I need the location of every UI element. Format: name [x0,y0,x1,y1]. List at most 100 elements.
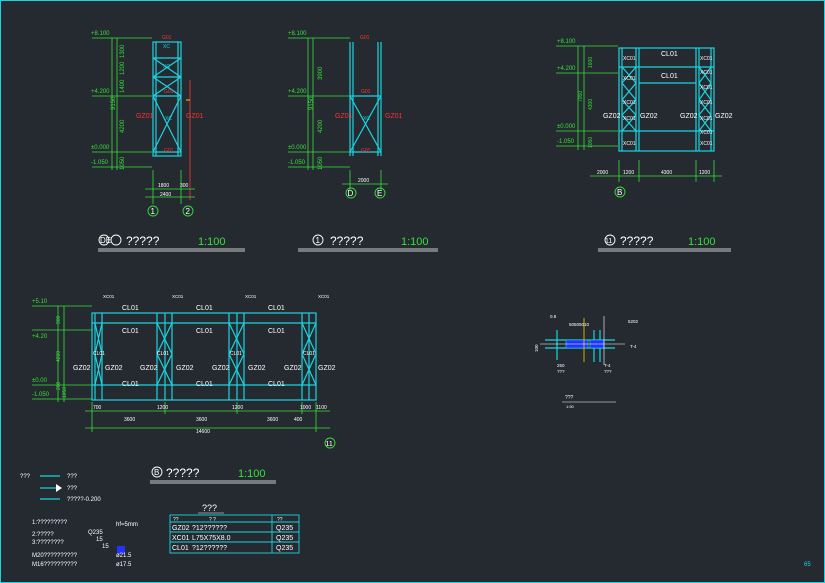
connection-detail: 0.8 50505010 5202 T-4 T-4 ??? 250 ??? 10… [534,314,639,409]
legend-l1: ??? [67,474,78,480]
label-xc01-k: XC01 [700,130,713,136]
detail-d1: 0.8 [550,314,557,319]
dim-4200-1: 4200 [120,119,126,133]
dim-1400-1: 1400 [120,79,126,93]
label-gz02-k: GZ02 [284,365,302,372]
table-r2-c0: CL01 [172,545,189,552]
table-r1-c0: XC01 [172,535,190,542]
title-2-axis: 1 [316,236,321,245]
dim-9150-1: 9150 [111,96,117,110]
label-gz02-e: GZ02 [73,365,91,372]
elev-mid-2: +4.200 [288,89,307,95]
label-cl01-g: CL01 [196,328,213,335]
detail-d5: T-4 [604,363,611,368]
label-xc01-m: XC01 [103,294,115,299]
label-xc01-h: XC01 [700,85,713,91]
label-g01-a: G01 [162,35,172,41]
dim-1050-3: 1050 [588,137,594,148]
elevation-view-11: +8.100 +4.200 ±0.000 -1.050 1600 7050 43… [556,39,733,198]
dim-400-4: 400 [294,417,303,423]
label-gz01-b: GZ01 [186,113,204,120]
table-r0-c1: ?12?????? [192,525,227,532]
title-4-text: ????? [166,466,200,480]
dim-1200-4b: 1200 [232,405,243,411]
label-gz02-l: GZ02 [318,365,336,372]
label-cl01-k: CL01 [268,381,285,388]
table-head-2: ?? [277,517,283,523]
dim-1200-3a: 1200 [623,170,634,176]
label-gz02-f: GZ02 [105,365,123,372]
label-gz01-c: GZ01 [335,113,353,120]
label-xc-a: XC [163,44,170,50]
label-g01-f: G01 [361,148,371,154]
label-xc-c: XC [165,116,172,122]
label-g01-d: G01 [360,35,370,41]
title-1-axes-text: DE [100,236,111,245]
note-5b: ø17.5 [116,562,132,568]
dim-1600-3: 1600 [588,57,594,68]
label-cl01-v3: CL01 [230,351,242,357]
table-r0-c2: Q235 [276,525,293,532]
title-2-scale: 1:100 [401,236,429,248]
dim-1200-4a: 1200 [157,405,168,411]
label-gz02-a: GZ02 [603,113,621,120]
axis-11: 11 [326,441,333,448]
title-4-axis: B [154,468,159,477]
label-xc01-c: XC01 [623,100,636,106]
label-cl01-v1: CL01 [93,351,105,357]
detail-d9: 100 [534,344,539,352]
label-gz01-a: GZ01 [136,113,154,120]
title-1-axes: DE [100,236,111,245]
label-xc01-d: XC01 [623,116,636,122]
elevation-view-de: +8.100 +4.200 ±0.000 -1.050 1300 1200 14… [91,31,204,217]
dim-1100-4: 1100 [316,405,327,411]
dim-7050-3: 7050 [578,91,584,102]
label-cl01-f: CL01 [122,328,139,335]
dim-4200-4: 4200 [56,351,62,362]
label-cl01-j: CL01 [196,381,213,388]
label-xc01-j: XC01 [700,116,713,122]
elev-top-4: +5.10 [32,299,48,305]
table-head-1: ? ? [209,517,216,523]
title-3-text: ????? [620,234,654,248]
dim-2800-4: 3600 [124,417,135,423]
label-gz02-i: GZ02 [212,365,230,372]
legend-title: ??? [20,474,31,480]
dim-1050-4: 1050 [62,387,68,398]
table-r1-c2: Q235 [276,535,293,542]
elev-mid-1: +4.200 [91,89,110,95]
note-4: M20?????????? [32,553,78,559]
note-3c: 15 [102,544,109,550]
dim-900-4: 900 [56,315,62,324]
elev-top-1: +8.100 [91,31,110,37]
label-g01-b: G01 [164,89,174,95]
elev-zero-4: ±0.00 [32,378,48,384]
table-head-0: ?? [173,517,179,523]
label-xc01-a: XC01 [623,56,636,62]
label-cl01-c: CL01 [122,305,139,312]
axis-d: D [348,189,354,198]
label-cl01-d: CL01 [196,305,213,312]
detail-caption-scale: 1:50 [566,404,575,409]
dim-9150-2: 9150 [309,96,315,110]
dim-1050-2: 1050 [318,156,324,170]
legend: ??? ??? ??? ?????-0.200 [20,474,101,503]
table-r0-c0: GZ02 [172,525,190,532]
label-xc01-o: XC01 [245,294,257,299]
note-3: 3:???????? [32,540,64,546]
view-title-b: B ????? 1:100 [150,466,276,484]
label-gz02-h: GZ02 [176,365,194,372]
dim-1200-3b: 1200 [699,170,710,176]
dim-1050-1: 1050 [120,156,126,170]
dim-1000-4: 1000 [300,405,311,411]
view-titles: DE ????? 1:100 1 ????? 1:100 11 ????? 1:… [98,234,731,252]
title-2-text: ????? [330,234,364,248]
elev-zero-1: ±0.000 [91,145,110,151]
label-xc-b: XC [163,64,170,70]
label-xc-d: XC [363,116,370,122]
label-cl01-b: CL01 [661,73,678,80]
elev-neg-2: -1.050 [288,160,306,166]
elev-zero-3: ±0.000 [557,124,576,130]
label-gz02-b: GZ02 [640,113,658,120]
